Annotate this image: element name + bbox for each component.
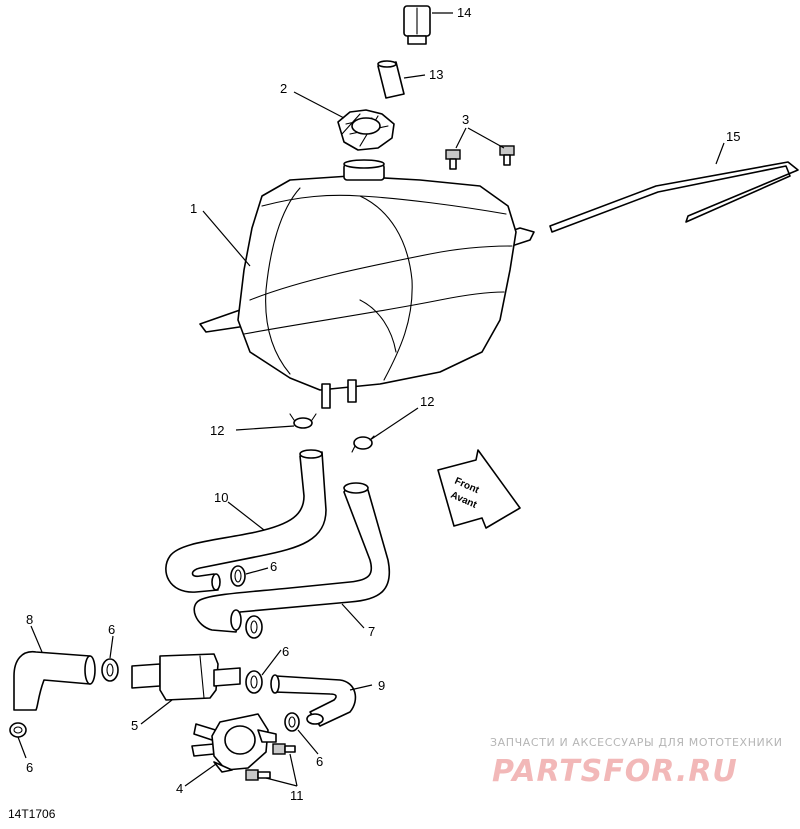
part-6-clamp-e bbox=[9, 722, 27, 738]
callout-1: 1 bbox=[190, 201, 197, 216]
part-5-fuel-filter bbox=[131, 653, 241, 701]
callout-3: 3 bbox=[462, 112, 469, 127]
callout-6-c: 6 bbox=[282, 644, 289, 659]
part-2-filler-cap bbox=[337, 109, 395, 151]
callout-14: 14 bbox=[457, 5, 471, 20]
callout-11: 11 bbox=[290, 788, 304, 803]
part-6-clamp-d bbox=[245, 670, 263, 694]
part-11-bolt-upper bbox=[272, 743, 296, 755]
callout-6-e: 6 bbox=[316, 754, 323, 769]
part-3-bolt-left bbox=[445, 149, 461, 170]
watermark: ЗАПЧАСТИ И АКСЕССУАРЫ ДЛЯ МОТОТЕХНИКИ PA… bbox=[490, 736, 783, 789]
callout-15: 15 bbox=[726, 129, 740, 144]
callout-6-b: 6 bbox=[108, 622, 115, 637]
part-7-hose bbox=[193, 482, 391, 633]
part-3-bolt-right bbox=[499, 145, 515, 166]
leader-lines bbox=[17, 12, 725, 787]
part-13-tube bbox=[377, 60, 405, 99]
part-6-clamp-a bbox=[230, 565, 246, 587]
callout-12-right: 12 bbox=[420, 394, 434, 409]
watermark-tagline: ЗАПЧАСТИ И АКСЕССУАРЫ ДЛЯ МОТОТЕХНИКИ bbox=[490, 736, 783, 749]
part-12-clip-right bbox=[351, 435, 375, 453]
callout-6-a: 6 bbox=[270, 559, 277, 574]
part-4-valve bbox=[191, 713, 277, 773]
callout-labels: 14 13 2 3 15 1 12 12 10 6 7 8 6 6 9 5 6 … bbox=[26, 5, 740, 803]
part-6-clamp-f bbox=[284, 712, 300, 732]
part-6-clamp-b bbox=[245, 615, 263, 639]
callout-4: 4 bbox=[176, 781, 183, 796]
diagram-reference-code: 14T1706 bbox=[8, 807, 56, 821]
callout-9: 9 bbox=[378, 678, 385, 693]
watermark-logo: PARTSFOR.RU bbox=[492, 754, 738, 789]
part-14-cap bbox=[403, 5, 431, 45]
callout-13: 13 bbox=[429, 67, 443, 82]
part-12-clip-left bbox=[289, 413, 317, 429]
part-8-elbow-hose bbox=[13, 651, 96, 711]
part-10-hose bbox=[165, 449, 327, 593]
callout-10: 10 bbox=[214, 490, 228, 505]
part-11-bolt-lower bbox=[245, 769, 271, 781]
callout-2: 2 bbox=[280, 81, 287, 96]
part-15-seal-strip bbox=[549, 161, 799, 233]
part-9-hose bbox=[270, 674, 357, 727]
part-6-clamp-c bbox=[101, 658, 119, 682]
callout-5: 5 bbox=[131, 718, 138, 733]
front-direction-arrow: Front Avant bbox=[437, 449, 521, 529]
part-1-fuel-tank bbox=[199, 159, 535, 409]
callout-8: 8 bbox=[26, 612, 33, 627]
callout-6-d: 6 bbox=[26, 760, 33, 775]
callout-12-left: 12 bbox=[210, 423, 224, 438]
callout-7: 7 bbox=[368, 624, 375, 639]
